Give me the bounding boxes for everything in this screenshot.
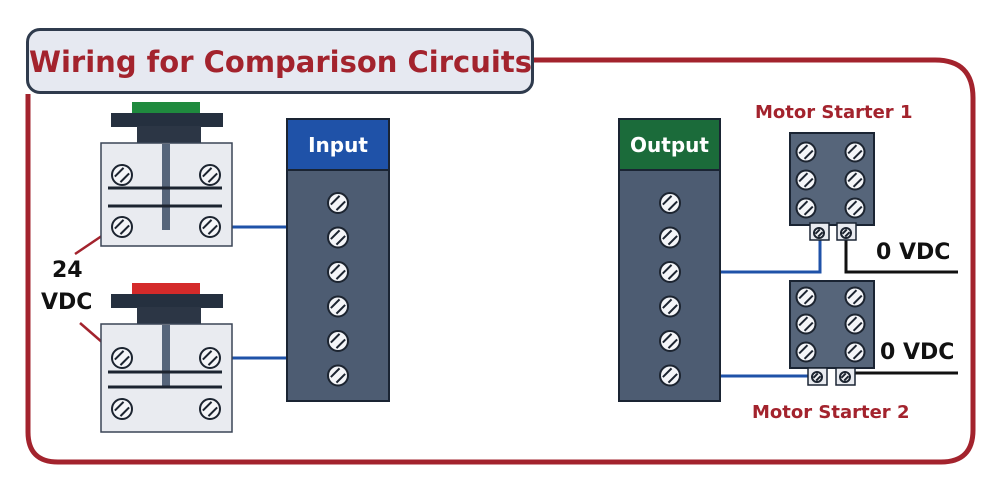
motor-starter-1-ground-label: 0 VDC	[876, 240, 951, 265]
motor-starter-2-label: Motor Starter 2	[752, 402, 910, 423]
motor-starter-1-screw-2	[844, 141, 866, 163]
input-terminal-screw-4	[327, 295, 349, 318]
output-terminal-screw-6	[659, 364, 681, 387]
motor-starter-1-tab-screw-1	[813, 227, 825, 239]
motor-starter-1-screw-3	[795, 169, 817, 191]
switch-1-screw-2	[199, 164, 221, 186]
input-terminal-screw-2	[327, 226, 349, 249]
switch-1-neck	[137, 126, 201, 144]
switch-2-cap	[132, 283, 200, 295]
motor-starter-1-label: Motor Starter 1	[755, 102, 913, 123]
motor-starter-1-screw-6	[844, 197, 866, 219]
input-module-label: Input	[308, 133, 368, 157]
switch-2-neck	[137, 307, 201, 325]
motor-starter-1-tab-screw-2	[840, 227, 852, 239]
output-module	[618, 118, 721, 402]
supply-voltage-value: 24	[52, 258, 83, 283]
output-terminal-screw-1	[659, 192, 681, 214]
switch-1-screw-4	[199, 216, 221, 238]
switch-2-screw-3	[111, 398, 133, 420]
input-module	[286, 118, 390, 402]
motor-starter-2-screw-3	[795, 313, 817, 335]
switch-2-screw-2	[199, 347, 221, 369]
input-terminal-screw-3	[327, 261, 349, 283]
motor-starter-2-screw-4	[844, 313, 866, 335]
output-terminal-screw-5	[659, 330, 681, 352]
supply-voltage-unit: VDC	[41, 290, 93, 315]
output-terminal-screw-2	[659, 226, 681, 249]
input-terminal-screw-1	[327, 192, 349, 214]
screw-terminals	[111, 141, 866, 420]
motor-starter-2-screw-1	[795, 286, 817, 308]
switch-1-screw-1	[111, 164, 133, 186]
motor-starter-2-screw-5	[795, 341, 817, 363]
diagram-title: Wiring for Comparison Circuits	[29, 45, 532, 79]
title-banner: Wiring for Comparison Circuits	[26, 28, 534, 94]
motor-starter-2-screw-6	[844, 341, 866, 363]
input-terminal-screw-6	[327, 364, 349, 387]
switch-1-screw-3	[111, 216, 133, 238]
output-terminal-screw-4	[659, 295, 681, 318]
output-terminal-screw-3	[659, 261, 681, 283]
motor-starter-1-screw-5	[795, 197, 817, 219]
switch-2-screw-4	[199, 398, 221, 420]
motor-starter-2-tab-screw-2	[839, 371, 851, 383]
motor-starter-1-screw-1	[795, 141, 817, 163]
motor-starter-2-screw-2	[844, 286, 866, 308]
diagram-frame	[25, 57, 976, 465]
input-terminal-screw-5	[327, 330, 349, 352]
switch-2-plunger	[162, 325, 170, 387]
output-module-label: Output	[630, 133, 709, 157]
switch-2-screw-1	[111, 347, 133, 369]
switch-1-flange	[111, 113, 223, 127]
ground-wire-starter1	[844, 233, 958, 274]
switch-2-flange	[111, 294, 223, 308]
switch-1-cap	[132, 102, 200, 114]
motor-starter-2-ground-label: 0 VDC	[880, 340, 955, 365]
ground-wire-starter2	[846, 371, 958, 380]
motor-starter-2-tab-screw-1	[811, 371, 823, 383]
motor-starter-1-screw-4	[844, 169, 866, 191]
